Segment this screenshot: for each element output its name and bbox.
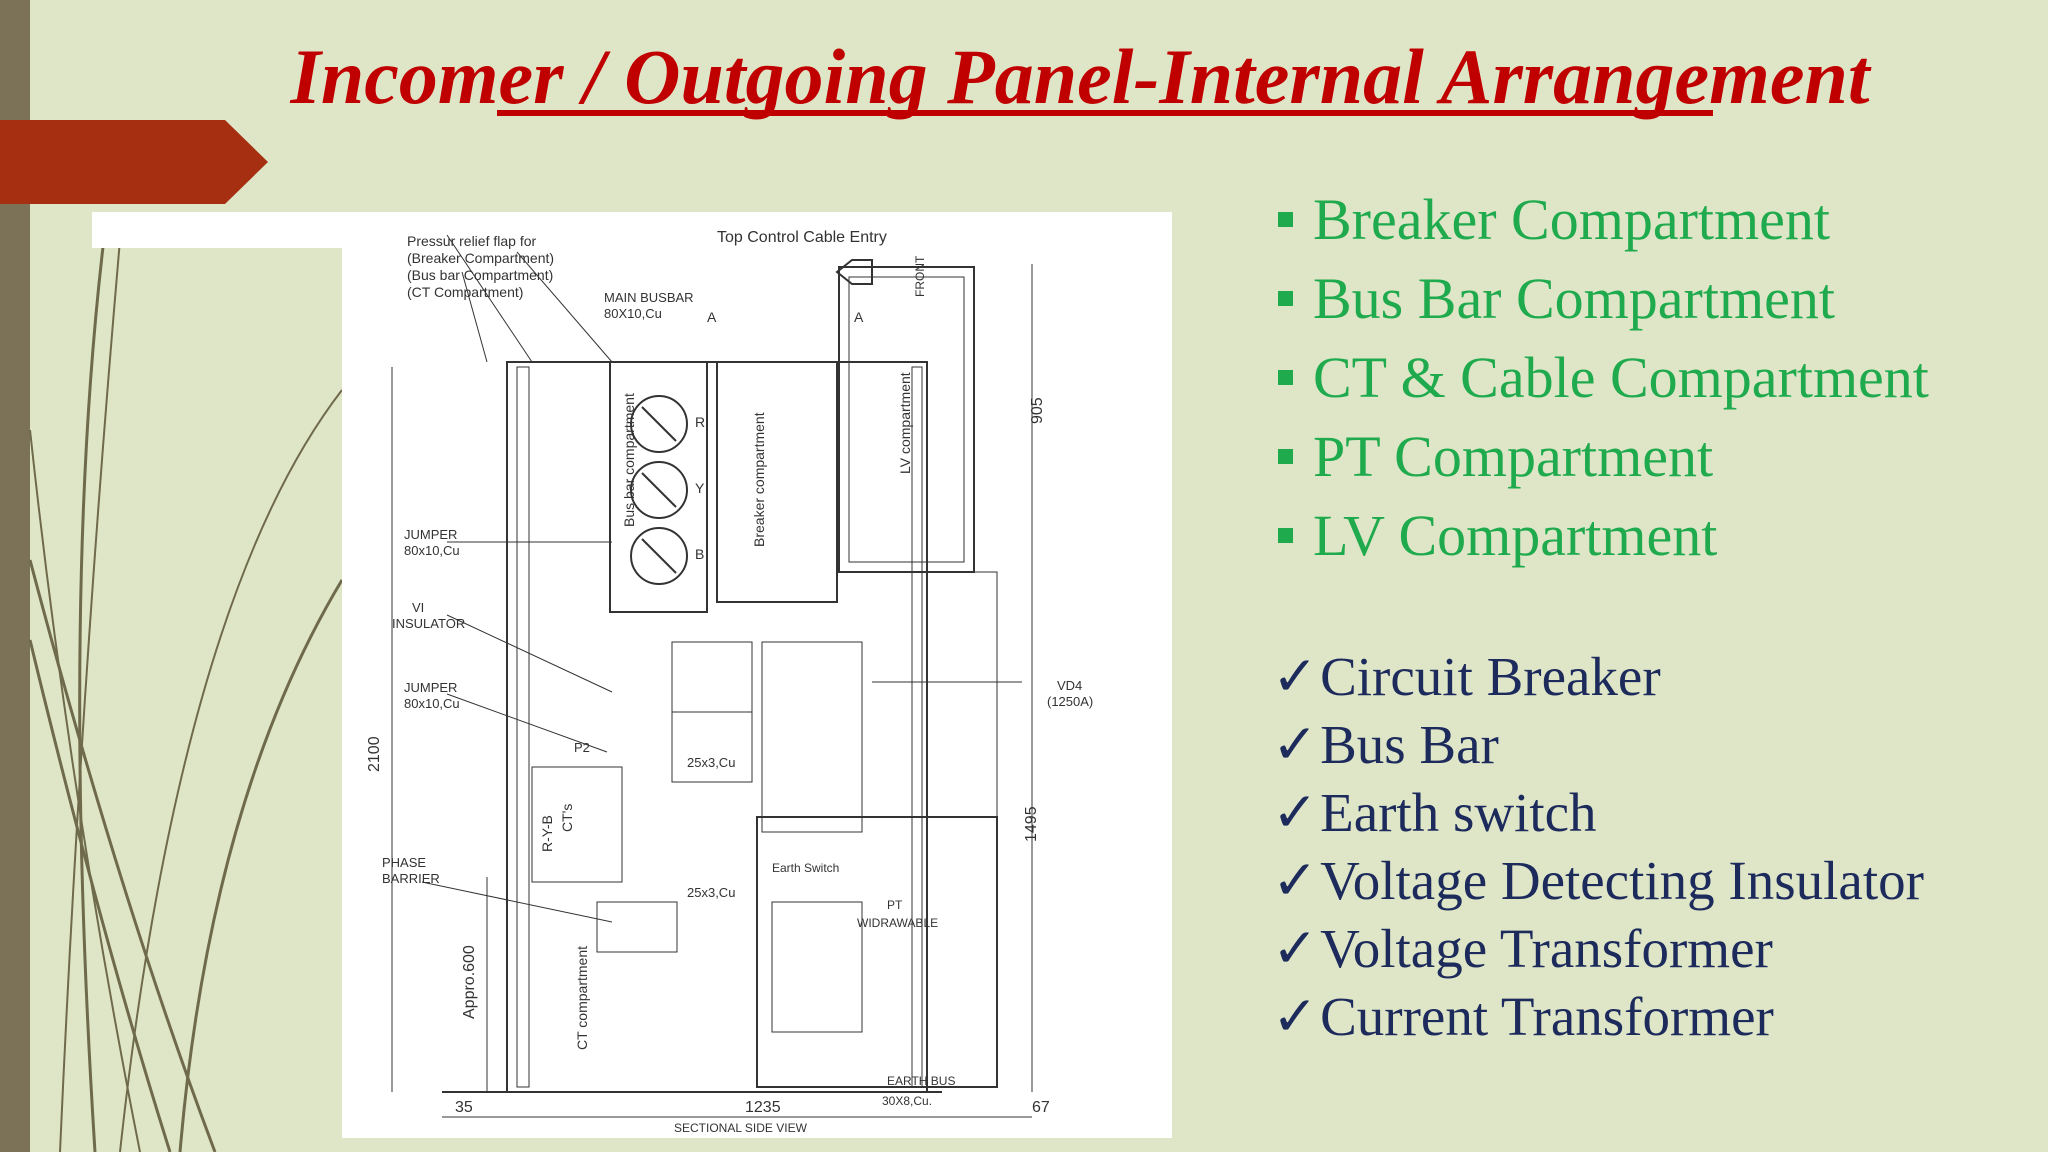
decorative-curves [28,229,344,1152]
phase-r: R [695,414,705,430]
component-item: ✓Current Transformer [1272,985,1774,1048]
p2-label: P2 [574,740,590,755]
square-bullet-icon [1278,449,1293,464]
square-bullet-icon [1278,528,1293,543]
sectional-view-label: SECTIONAL SIDE VIEW [674,1121,808,1135]
compartment-item: PT Compartment [1278,417,2038,496]
phase-y: Y [695,480,705,496]
checkmark-icon: ✓ [1272,782,1319,843]
front-label: FRONT [913,255,927,297]
pressure-relief-label-3: (Bus bar Compartment) [407,267,553,283]
red-arrow-banner [0,120,268,204]
pressure-relief-label-1: Pressur relief flap for [407,233,536,249]
earth-switch-label: Earth Switch [772,861,839,875]
checkmark-icon: ✓ [1272,986,1319,1047]
dim-1495: 1495 [1023,806,1040,842]
dim-2100: 2100 [366,736,383,772]
ryb-label: R-Y-B [539,815,555,852]
dim-905: 905 [1029,397,1046,424]
panel-diagram: Pressur relief flap for (Breaker Compart… [342,212,1172,1138]
breaker-compartment-label: Breaker compartment [751,412,767,547]
panel-drawing: Pressur relief flap for (Breaker Compart… [366,229,1093,1135]
square-bullet-icon [1278,291,1293,306]
barrier-label: BARRIER [382,871,440,886]
jumper-size-label-1: 80x10,Cu [404,543,460,558]
lv-compartment-label: LV compartment [897,372,913,474]
component-item: ✓Voltage Detecting Insulator [1272,849,1924,912]
dim-1235: 1235 [745,1099,781,1116]
jumper-size-label-2: 80x10,Cu [404,696,460,711]
earth-bus-label: EARTH BUS [887,1074,955,1088]
section-a-left: A [707,309,717,325]
earth-bus-size-label: 30X8,Cu. [882,1094,932,1108]
checkmark-icon: ✓ [1272,646,1319,707]
square-bullet-icon [1278,212,1293,227]
cts-label: CT's [559,804,575,832]
checkmark-icon: ✓ [1272,850,1319,911]
widrawable-label: WIDRAWABLE [857,916,938,930]
dim-35: 35 [455,1099,473,1116]
insulator-label: INSULATOR [392,616,465,631]
main-busbar-size-label: 80X10,Cu [604,306,662,321]
component-item: ✓Voltage Transformer [1272,917,1773,980]
jumper-label-2: JUMPER [404,680,457,695]
pt-label: PT [887,898,903,912]
checkmark-icon: ✓ [1272,918,1319,979]
vi-label: VI [412,600,424,615]
dim-appro600: Appro.600 [461,945,478,1019]
vd4-label: VD4 [1057,678,1082,693]
cu-25x3-label-2: 25x3,Cu [687,885,735,900]
component-list: ✓Circuit Breaker ✓Bus Bar ✓Earth switch … [1272,642,2042,1050]
phase-label: PHASE [382,855,426,870]
compartment-item: Breaker Compartment [1278,180,2038,259]
bus-bar-compartment-label: Bus bar compartment [621,393,637,527]
checkmark-icon: ✓ [1272,714,1319,775]
component-item: ✓Circuit Breaker [1272,645,1661,708]
top-cable-entry-label: Top Control Cable Entry [717,229,887,246]
cu-25x3-label-1: 25x3,Cu [687,755,735,770]
slide-title: Incomer / Outgoing Panel-Internal Arrang… [290,33,1870,120]
ct-compartment-label: CT compartment [574,946,590,1050]
jumper-label-1: JUMPER [404,527,457,542]
main-busbar-label: MAIN BUSBAR [604,290,694,305]
pressure-relief-label-4: (CT Compartment) [407,284,523,300]
dim-67: 67 [1032,1099,1050,1116]
compartment-item: CT & Cable Compartment [1278,338,2038,417]
section-a-right: A [854,309,864,325]
component-item: ✓Earth switch [1272,781,1597,844]
vd4-rating-label: (1250A) [1047,694,1093,709]
compartment-item: LV Compartment [1278,496,2038,575]
title-underline [497,110,1713,116]
compartment-list: Breaker Compartment Bus Bar Compartment … [1278,180,2038,575]
phase-b: B [695,546,704,562]
compartment-item: Bus Bar Compartment [1278,259,2038,338]
component-item: ✓Bus Bar [1272,713,1499,776]
square-bullet-icon [1278,370,1293,385]
pressure-relief-label-2: (Breaker Compartment) [407,250,554,266]
